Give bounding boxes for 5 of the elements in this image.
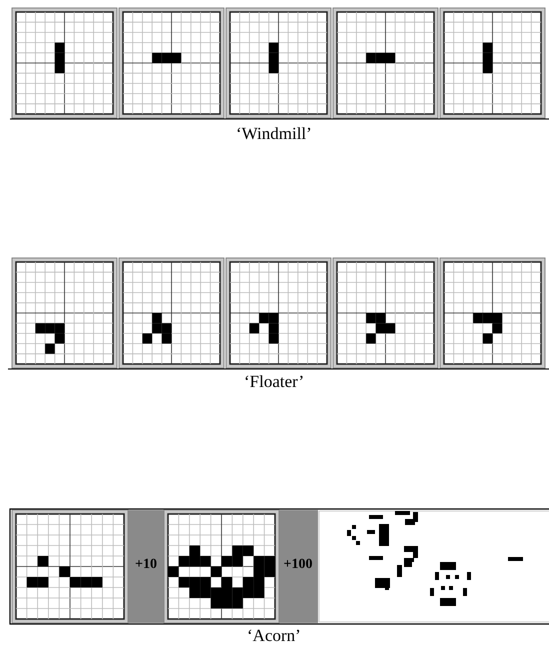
caption: ‘Acorn’	[247, 627, 301, 644]
caption: ‘Windmill’	[236, 125, 312, 142]
step-label: +10	[135, 558, 157, 572]
caption: ‘Floater’	[244, 373, 304, 390]
step-label: +100	[284, 558, 312, 572]
